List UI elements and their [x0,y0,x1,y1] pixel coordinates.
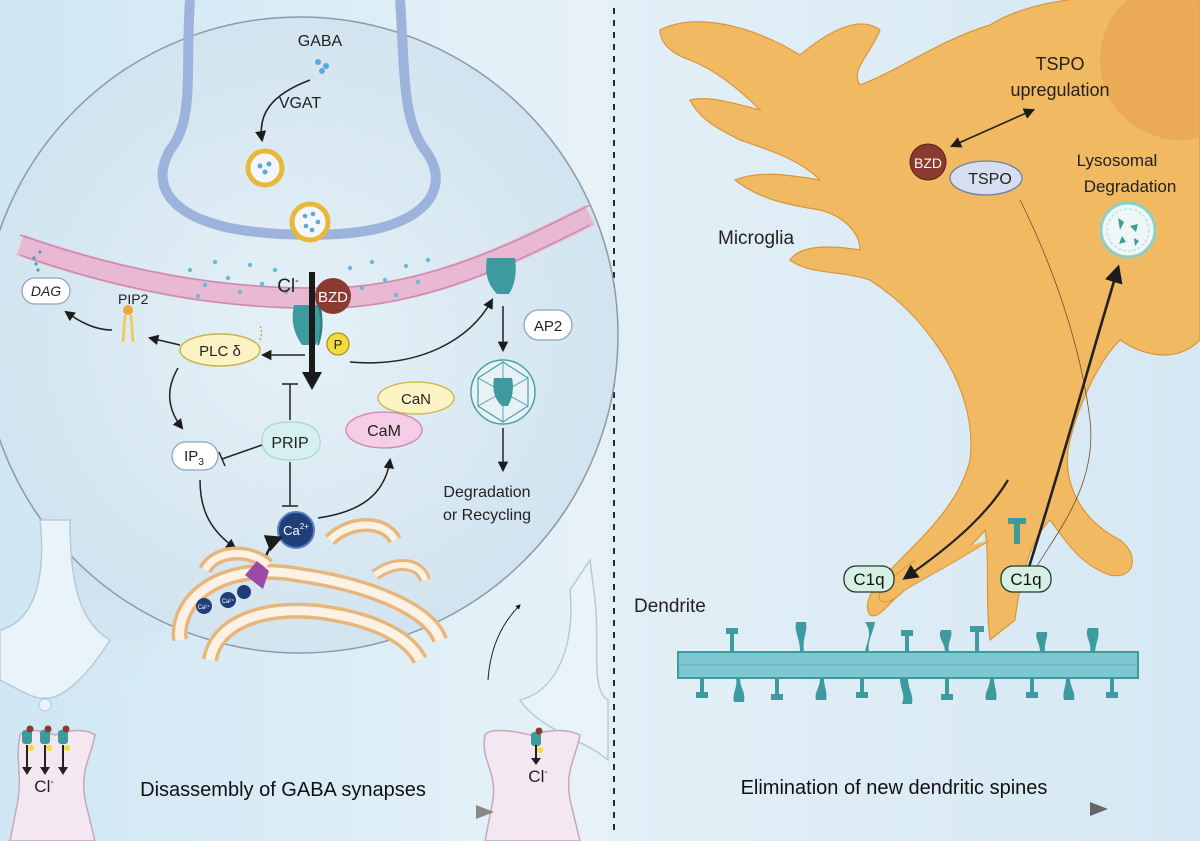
chloride-label-after: Cl- [528,767,547,786]
c1q-right-label: C1q [1010,570,1041,589]
lysosome [1099,201,1157,259]
tspo-node [949,160,1023,196]
bzd-right-label: BZD [914,155,942,171]
c1q-right [1000,565,1052,593]
phosphate [326,332,350,356]
internalizing-receptor [486,258,516,294]
can-label: CaN [401,391,431,408]
er-calcium-ions: Ca²⁺ Ca²⁺ [196,585,251,614]
prip-inhibition-lines [218,383,298,507]
microglia-cell [659,0,1200,642]
degradation-label-line2: or Recycling [443,507,531,524]
cam-label: CaM [367,423,401,440]
bzd-right [909,143,947,181]
can-node [377,381,455,415]
plc-to-pip2-arrow [147,334,181,346]
c1q-left-label: C1q [853,570,884,589]
right-caption: Elimination of new dendritic spines [741,777,1048,799]
gaba-vesicle [245,148,285,188]
dendrite [677,622,1139,704]
bzd-molecule [315,278,351,314]
tspo-label: TSPO [968,171,1012,188]
prip-node [261,421,321,461]
engulfed-spine [1008,518,1026,544]
dag-label: DAG [31,283,61,299]
calcium-to-cam-arrow [317,457,395,519]
dag-node [21,277,71,305]
zoom-circle-content: GABA VGAT Cl- BZD [16,0,595,665]
plc-delta-node [179,333,261,367]
dendrite-label: Dendrite [634,596,706,617]
tspo-upregulation-line2: upregulation [1010,80,1109,100]
clathrin-coated-vesicle [470,359,536,425]
bzd-tspo-arrow [949,108,1036,148]
calcium-label: Ca2+ [283,522,309,538]
microglia-label: Microglia [718,228,794,249]
tspo-upregulation-line1: TSPO [1035,54,1084,74]
ip3-label: IP3 [184,448,204,468]
plc-to-ip3-arrow [168,367,184,430]
chloride-label: Cl- [277,275,299,297]
engulf-arrow [902,479,1009,580]
microglia-nucleus [1100,0,1200,140]
dendritic-spines [696,622,1118,704]
chloride-label-before: Cl- [34,777,53,796]
pip2-to-dag-arrow [64,310,113,331]
ip3-node [171,441,219,471]
left-caption: Disassembly of GABA synapses [140,779,426,801]
svg-text:Ca²⁺: Ca²⁺ [222,598,235,605]
fusing-vesicle [289,201,331,243]
tspo-trace-line [1019,199,1092,576]
pip2-label: PIP2 [118,291,149,307]
endoplasmic-reticulum [171,518,448,665]
phosphate-label: P [334,337,343,352]
cam-node [345,411,423,449]
ip3-receptor [245,561,269,589]
lysosomal-label-line1: Lysosomal [1077,151,1158,170]
calcium-ion [277,511,315,549]
synapse-after: Cl- [483,557,609,842]
phospho-to-endocytosis-arrow [349,298,494,364]
ap2-label: AP2 [534,318,562,335]
vgat-arrow [255,79,311,143]
plc-delta-label: PLC δ [199,343,241,360]
prip-label: PRIP [271,435,308,452]
pip2-lipid [121,305,135,343]
gaba-label: GABA [298,33,343,50]
degradation-label-line1: Degradation [443,484,530,501]
ip3-to-er-arrow [199,479,237,550]
c1q-left [843,565,895,593]
svg-text:Ca²⁺: Ca²⁺ [198,604,211,611]
synapse-before: Cl- [0,519,112,842]
bzd-label: BZD [318,289,348,306]
to-lysosome-arrow [1026,264,1123,571]
lysosomal-label-line2: Degradation [1084,177,1177,196]
ap2-node [523,309,573,341]
vgat-label: VGAT [279,95,322,112]
